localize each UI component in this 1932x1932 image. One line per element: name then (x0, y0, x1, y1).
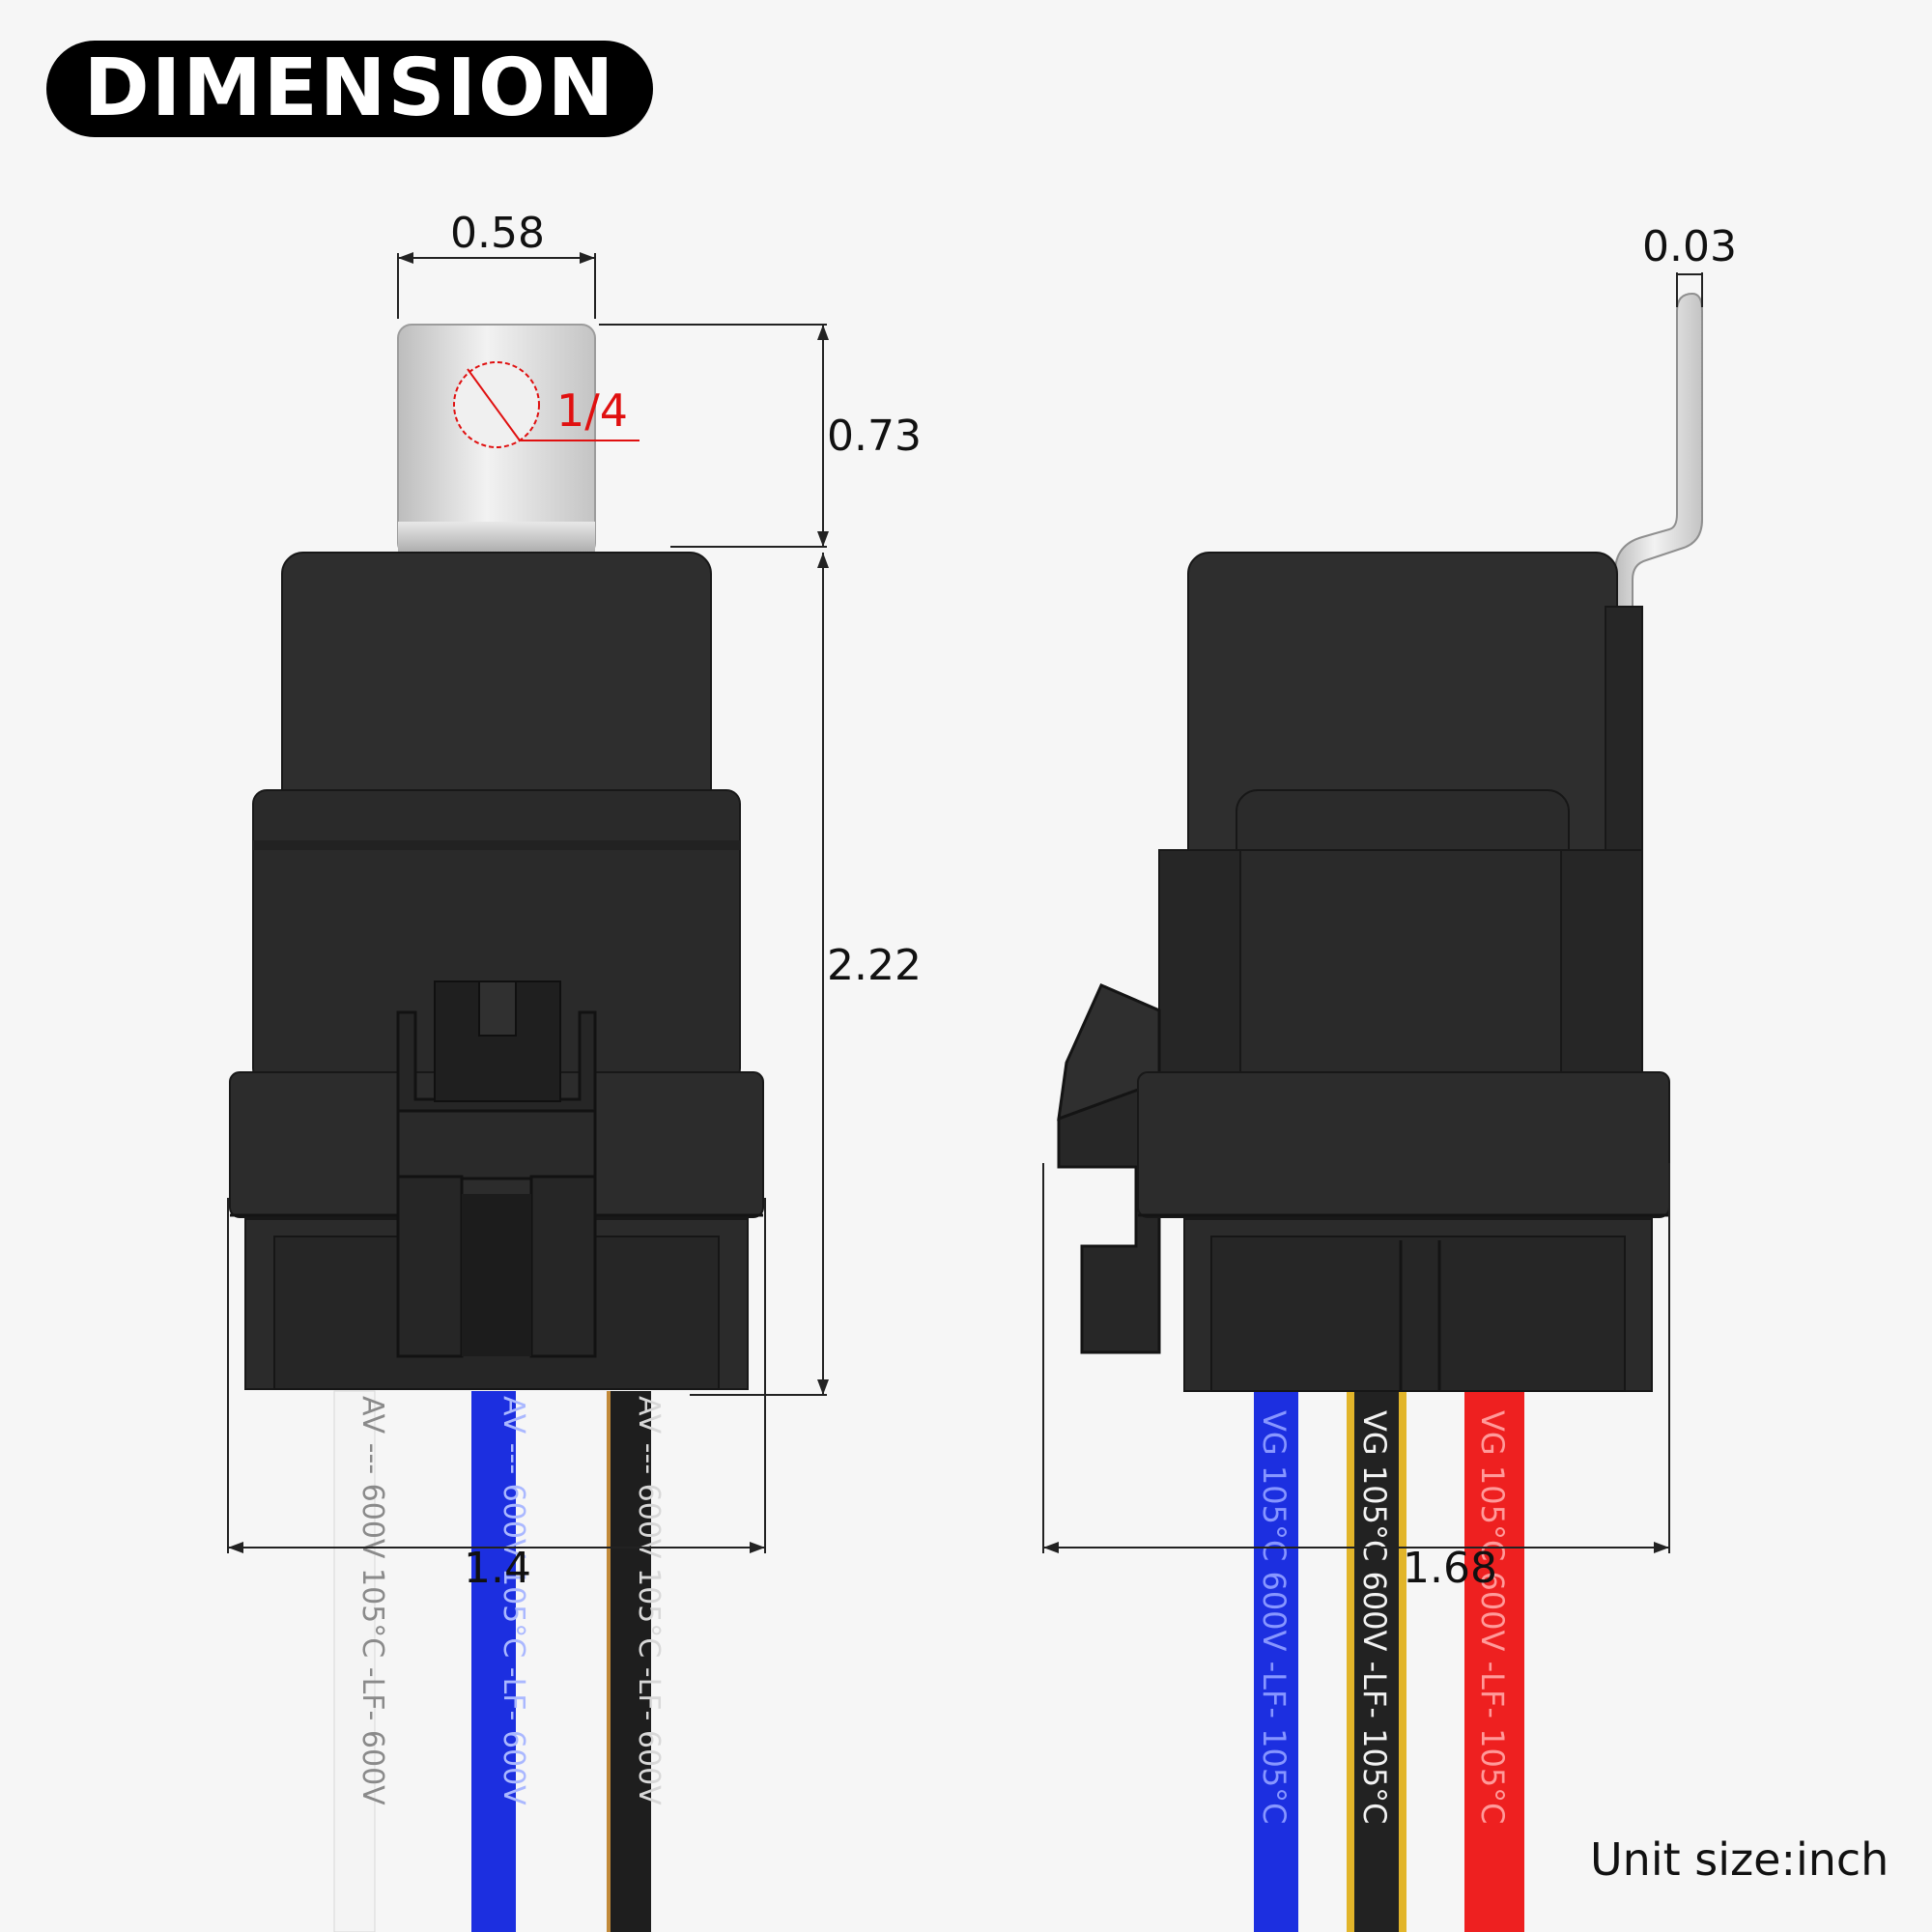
front-blue-wire (471, 1391, 516, 1932)
front-relay-ledge (253, 840, 740, 850)
front-latch-slot (462, 1194, 531, 1356)
side-blue-wire-print: VG 105°C 600V -LF- 105°C (1256, 1410, 1293, 1825)
front-black-wire (607, 1391, 651, 1932)
side-latch-tip (1057, 983, 1161, 1122)
side-connector-inner (1210, 1236, 1626, 1392)
title-badge: DIMENSION (46, 41, 653, 137)
page-title: DIMENSION (83, 43, 616, 134)
front-white-wire (333, 1390, 376, 1932)
side-dimension-lines (1042, 272, 1703, 1553)
front-black-wire-stripe (607, 1391, 611, 1932)
mounting-hole-icon (453, 361, 540, 448)
side-red-wire (1464, 1391, 1524, 1932)
side-view: VG 105°C 600V -LF- 105°C VG 105°C 600V -… (1057, 292, 1703, 1932)
side-relay-collar (1137, 1071, 1670, 1218)
side-terminal-blade (1614, 292, 1703, 610)
side-blue-wire (1254, 1391, 1298, 1932)
side-mid-panel-left (1158, 849, 1241, 1083)
front-dimension-arrows (228, 252, 829, 1553)
terminal-thickness-label: 0.03 (1642, 222, 1737, 271)
front-terminal-tab-base (398, 522, 595, 554)
side-dimension-arrows (1043, 1542, 1669, 1553)
front-view: AV --- 600V 105°C -LF- 600V AV --- 600V … (229, 324, 764, 1932)
front-latch-grip (396, 1109, 597, 1180)
front-blue-wire-print: AV --- 600V 105°C -LF- 600V (497, 1396, 530, 1805)
terminal-height-label: 0.73 (827, 412, 922, 461)
side-mid-panel-right (1560, 849, 1643, 1083)
front-black-wire-print: AV --- 600V 105°C -LF- 600V (632, 1396, 666, 1805)
front-width-label: 1.4 (464, 1544, 531, 1593)
body-height-label: 2.22 (827, 941, 922, 990)
front-dimension-lines (227, 253, 827, 1553)
side-width-label: 1.68 (1403, 1544, 1497, 1593)
side-yellow-wire-print: VG 105°C 600V -LF- 105°C (1356, 1410, 1393, 1825)
front-latch-leg-right (529, 1175, 597, 1358)
unit-note: Unit size:inch (1590, 1833, 1889, 1886)
front-white-wire-print: AV --- 600V 105°C -LF- 600V (355, 1396, 389, 1805)
hole-size-label: 1/4 (556, 384, 629, 437)
front-latch-leg-left (396, 1175, 464, 1358)
side-red-wire-print: VG 105°C 600V -LF- 105°C (1474, 1410, 1511, 1825)
side-rear-strip (1605, 606, 1643, 859)
front-latch-notch (478, 980, 517, 1037)
terminal-width-label: 0.58 (450, 209, 545, 258)
side-yellow-wire-core (1354, 1391, 1399, 1932)
hole-diameter-line (467, 368, 521, 441)
